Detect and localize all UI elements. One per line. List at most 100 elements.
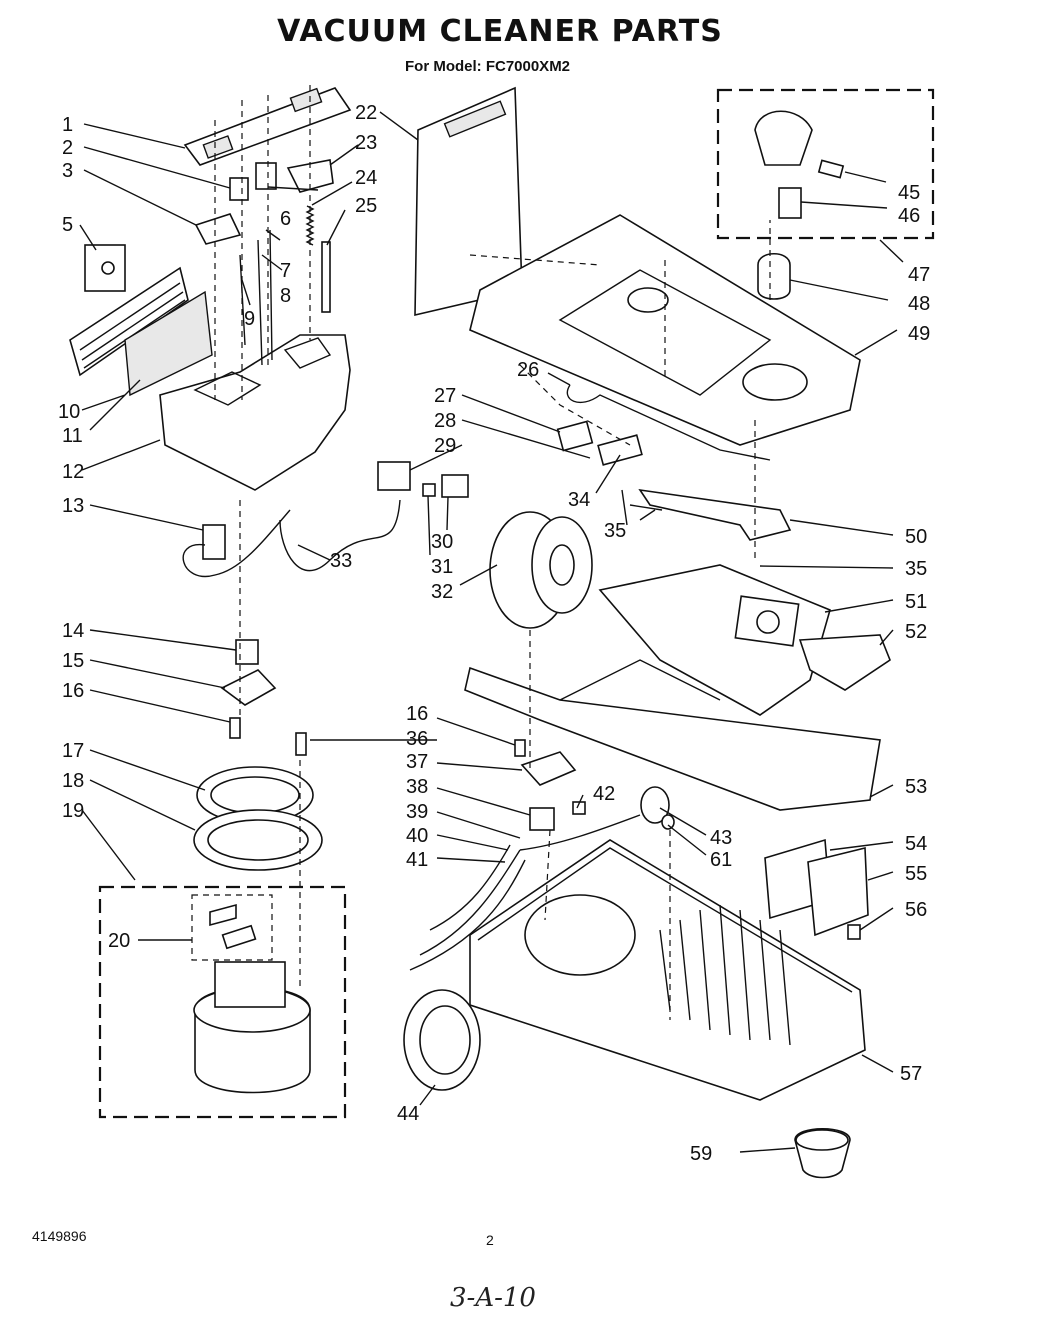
callout-42: 42 — [593, 783, 615, 805]
callout-1: 1 — [62, 114, 73, 136]
part-1-slot — [202, 135, 234, 159]
part-57-ribs — [659, 904, 791, 1046]
callout-16b: 16 — [406, 703, 428, 725]
part-14-switch — [235, 639, 259, 665]
callout-39: 39 — [406, 801, 428, 823]
part-49-port — [742, 363, 808, 401]
page-number: 2 — [486, 1232, 494, 1248]
callout-54: 54 — [905, 833, 927, 855]
part-15-bracket — [220, 669, 277, 706]
part-57-rim — [477, 847, 853, 993]
callout-57: 57 — [900, 1063, 922, 1085]
page-title: VACUUM CLEANER PARTS — [277, 14, 723, 49]
callout-12: 12 — [62, 461, 84, 483]
assembly-line — [239, 500, 301, 990]
part-25-screw — [321, 241, 331, 313]
callout-20: 20 — [108, 930, 130, 952]
part-49-cavity — [558, 269, 772, 396]
part-50-bracket — [638, 488, 792, 541]
part-45-clip — [817, 159, 845, 179]
callout-41: 41 — [406, 849, 428, 871]
assembly-line — [519, 364, 631, 446]
handwritten-note: 3-A-10 — [450, 1283, 536, 1313]
callout-36: 36 — [406, 728, 428, 750]
part-51-bag — [598, 564, 831, 716]
callout-labels: 1 2 3 5 10 11 12 13 14 15 16 17 18 19 20… — [58, 102, 930, 1165]
part-43-fitting — [640, 786, 670, 824]
part-55-filter-frame — [807, 846, 869, 937]
part-19-motor-box — [98, 885, 347, 1119]
callout-18: 18 — [62, 770, 84, 792]
part-24-spring — [305, 205, 315, 246]
callout-31: 31 — [431, 556, 453, 578]
callout-10: 10 — [58, 401, 80, 423]
part-17-ring-inner — [210, 776, 300, 814]
part-30-connector — [441, 474, 469, 498]
callout-27: 27 — [434, 385, 456, 407]
part-12-socket — [193, 371, 262, 406]
part-56-screw — [847, 924, 861, 940]
callout-26: 26 — [517, 359, 539, 381]
part-9-rods — [239, 229, 273, 366]
callout-9: 9 — [244, 308, 255, 330]
callout-7: 7 — [280, 260, 291, 282]
callout-24: 24 — [355, 167, 377, 189]
part-44-wheel-hub — [419, 1005, 471, 1075]
part-1-slot — [289, 87, 323, 113]
callout-30: 30 — [431, 531, 453, 553]
callout-28: 28 — [434, 410, 456, 432]
part-47-box — [716, 88, 935, 240]
callout-11: 11 — [62, 425, 83, 447]
callout-22: 22 — [355, 102, 377, 124]
part-33-wiring — [279, 499, 401, 572]
callout-35: 35 — [604, 520, 626, 542]
callout-61: 61 — [710, 849, 732, 871]
part-13-switch — [202, 524, 226, 560]
part-27-switch — [556, 420, 594, 452]
part-51-bag-opening — [756, 610, 780, 634]
callout-52: 52 — [905, 621, 927, 643]
doc-number: 4149896 — [32, 1228, 87, 1244]
callout-23: 23 — [355, 132, 377, 154]
part-49-recess — [627, 287, 669, 313]
part-20-brush-box — [191, 894, 273, 961]
callout-8: 8 — [280, 285, 291, 307]
part-61-washer — [661, 814, 675, 830]
part-48-collar — [757, 252, 791, 300]
part-20-carbon-brush — [221, 924, 257, 950]
callout-32: 32 — [431, 581, 453, 603]
callout-45: 45 — [898, 182, 920, 204]
part-53-frame — [464, 666, 881, 811]
callout-6: 6 — [280, 208, 291, 230]
part-31-connector — [422, 483, 436, 497]
callout-55: 55 — [905, 863, 927, 885]
part-16-screw-b — [514, 739, 526, 757]
callout-17: 17 — [62, 740, 84, 762]
part-22-handle — [443, 100, 507, 138]
callout-56: 56 — [905, 899, 927, 921]
callout-49: 49 — [908, 323, 930, 345]
part-59-nozzle-rim — [795, 1129, 849, 1151]
part-46-latch — [778, 187, 802, 219]
callout-13: 13 — [62, 495, 84, 517]
part-57-motor-cavity — [524, 894, 636, 976]
part-2-switch — [229, 177, 249, 201]
leader-lines — [79, 111, 904, 1153]
callout-2: 2 — [62, 137, 73, 159]
part-6-switch — [255, 162, 277, 190]
callout-25: 25 — [355, 195, 377, 217]
callout-14: 14 — [62, 620, 84, 642]
part-3-button — [194, 213, 242, 245]
part-12-socket — [283, 337, 332, 369]
callout-33: 33 — [330, 550, 352, 572]
callout-46: 46 — [898, 205, 920, 227]
part-37-bracket — [520, 751, 577, 786]
part-38-switch — [529, 807, 555, 831]
part-45-elbow — [754, 110, 813, 166]
callout-3: 3 — [62, 160, 73, 182]
part-52-bag-holder — [798, 634, 891, 691]
part-13-wiring — [182, 509, 291, 578]
part-53-frame-edge — [559, 659, 721, 701]
callout-47: 47 — [908, 264, 930, 286]
